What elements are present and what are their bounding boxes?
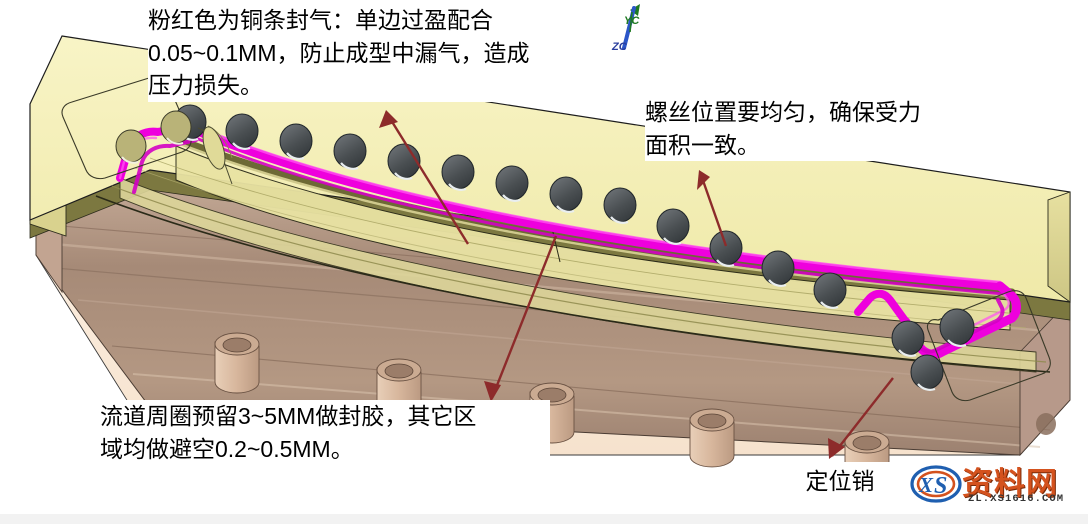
left-end-holes[interactable] <box>115 110 192 164</box>
svg-text:S: S <box>934 473 947 499</box>
left-end-machined-detail <box>197 125 233 185</box>
page-bottom-edge <box>0 514 1088 524</box>
seal-strip-main <box>183 122 1005 291</box>
mold-upper-plate <box>29 35 1071 402</box>
annotation-locating-pin: 定位销 <box>770 462 910 501</box>
screw-hole <box>279 123 313 160</box>
leader-screw <box>698 171 728 247</box>
screw-hole <box>387 143 421 180</box>
watermark-text: 资料网 <box>962 466 1058 501</box>
right-end-pocket <box>926 290 1051 402</box>
screw-hole <box>656 208 690 245</box>
arrowhead-seal-copper <box>379 110 398 128</box>
screw-hole <box>910 354 944 391</box>
annotation-runner-gap: 流道周圈预留3~5MM做封胶，其它区 域均做避空0.2~0.5MM。 <box>100 400 550 466</box>
screw-hole-annotated <box>709 230 743 267</box>
annotation-seal-copper: 粉红色为铜条封气：单边过盈配合 0.05~0.1MM，防止成型中漏气，造成 压力… <box>148 4 598 102</box>
screw-hole <box>939 308 975 347</box>
endcap-hole <box>1036 413 1056 435</box>
screw-hole <box>333 133 367 170</box>
axis-triad: YC ZC <box>600 2 670 64</box>
screw-hole <box>225 113 259 150</box>
right-end-holes[interactable] <box>891 308 975 391</box>
plate-right-side <box>1047 191 1071 303</box>
arrowhead-locating-pin <box>828 438 845 459</box>
watermark-url: ZL.XS1616.COM <box>968 493 1065 505</box>
screw-hole <box>441 154 475 191</box>
screw-hole <box>603 187 637 224</box>
leader-locating-pin <box>831 377 894 457</box>
watermark: X S 资料网 ZL.XS1616.COM <box>910 460 1082 512</box>
screw-hole <box>813 272 847 309</box>
body-right-endcap <box>1019 298 1071 457</box>
z-axis-label: ZC <box>612 41 627 53</box>
screw-hole-row[interactable] <box>173 104 847 309</box>
y-axis-label: YC <box>624 15 640 27</box>
xs-logo-icon: X S <box>910 465 962 503</box>
screw-hole <box>891 320 925 357</box>
arrowhead-screw <box>697 170 710 190</box>
svg-text:X: X <box>918 473 934 497</box>
annotation-leaders <box>379 110 894 459</box>
screw-hole <box>115 129 147 164</box>
screw-hole <box>549 176 583 213</box>
boss-1 <box>214 332 260 394</box>
seal-strip-right-end <box>854 281 1021 359</box>
screw-hole <box>495 165 529 202</box>
screw-hole <box>761 250 795 287</box>
y-axis-line-icon <box>629 11 633 33</box>
arrowhead-runner <box>484 381 501 402</box>
leader-seal-copper <box>384 111 470 245</box>
boss-4 <box>689 408 735 468</box>
leader-runner <box>490 235 558 399</box>
pocket-outline-right <box>926 290 1051 402</box>
screw-hole <box>160 110 192 145</box>
annotation-screw-position: 螺丝位置要均匀，确保受力 面积一致。 <box>645 96 975 162</box>
channel-shelf <box>175 145 1011 331</box>
